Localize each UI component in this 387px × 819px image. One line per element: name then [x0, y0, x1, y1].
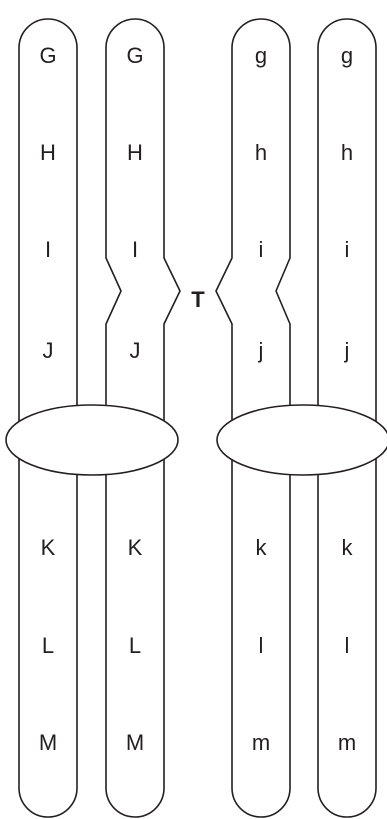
- crossover-marker-label: T: [191, 287, 205, 312]
- gene-label: m: [252, 730, 270, 755]
- gene-label: g: [255, 43, 267, 68]
- gene-label: g: [341, 43, 353, 68]
- gene-label: J: [43, 338, 54, 363]
- gene-label: j: [344, 338, 350, 363]
- chromosome-pair-2: [216, 19, 387, 817]
- gene-label: i: [259, 237, 264, 262]
- gene-label: G: [126, 43, 143, 68]
- gene-label: l: [259, 633, 264, 658]
- gene-label: m: [338, 730, 356, 755]
- gene-label: k: [342, 535, 354, 560]
- gene-label: M: [39, 730, 57, 755]
- gene-label: k: [256, 535, 268, 560]
- gene-label: j: [258, 338, 264, 363]
- gene-label: L: [42, 633, 54, 658]
- gene-label: i: [345, 237, 350, 262]
- centromere-1: [6, 405, 178, 475]
- gene-label: h: [255, 140, 267, 165]
- gene-label: H: [127, 140, 143, 165]
- gene-label: H: [40, 140, 56, 165]
- gene-label: M: [126, 730, 144, 755]
- gene-label: L: [129, 633, 141, 658]
- gene-label: I: [45, 237, 51, 262]
- gene-label: K: [128, 535, 143, 560]
- centromere-2: [217, 405, 387, 475]
- gene-label: h: [341, 140, 353, 165]
- gene-label: G: [39, 43, 56, 68]
- gene-label: J: [130, 338, 141, 363]
- chromosome-pair-1: [6, 19, 180, 817]
- gene-label: l: [345, 633, 350, 658]
- gene-label: K: [41, 535, 56, 560]
- gene-label: I: [132, 237, 138, 262]
